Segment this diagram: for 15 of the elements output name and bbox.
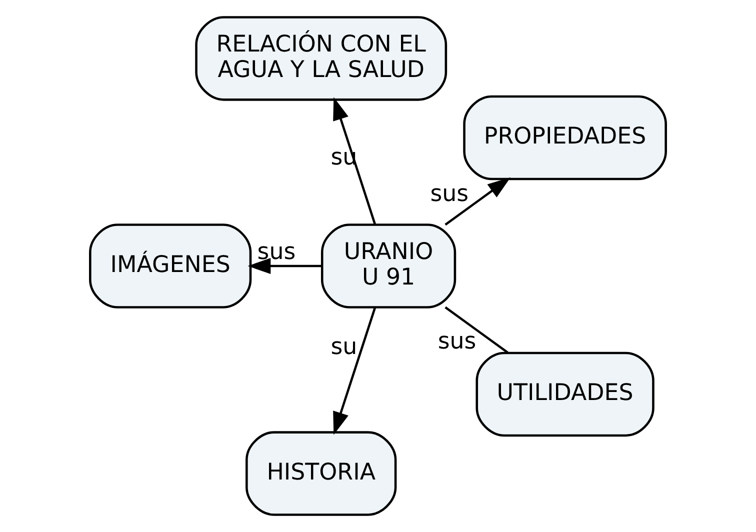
node-box: PROPIEDADES: [463, 95, 667, 180]
connector: [444, 306, 508, 354]
arrow: [333, 308, 376, 435]
edge-label: sus: [438, 328, 476, 354]
node-box: URANIO U 91: [320, 224, 456, 308]
arrow: [333, 97, 376, 224]
node-box: IMÁGENES: [89, 224, 252, 308]
node-box: RELACIÓN CON EL AGUA Y LA SALUD: [195, 16, 448, 101]
arrow: [248, 258, 322, 274]
node-box: HISTORIA: [246, 431, 397, 516]
edge-label: sus: [430, 180, 469, 207]
node-box: UTILIDADES: [476, 352, 654, 437]
edge-label: sus: [257, 239, 296, 266]
arrow: [444, 177, 511, 226]
edge-label: su: [330, 334, 358, 360]
